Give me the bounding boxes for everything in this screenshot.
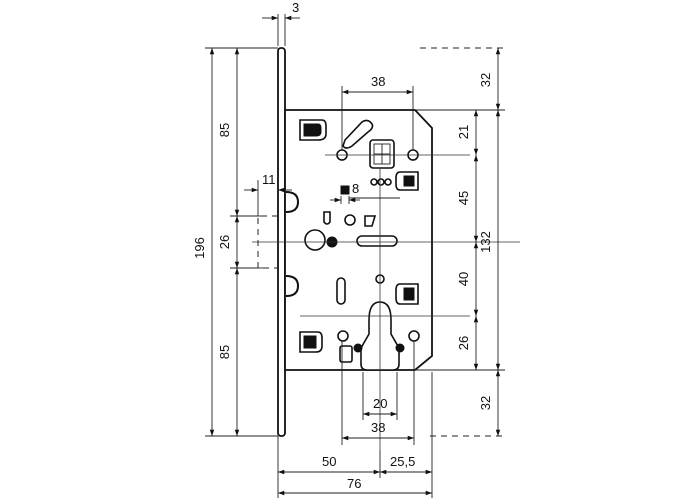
dim-label-132: 132 bbox=[478, 231, 493, 253]
case-edge-features bbox=[285, 191, 300, 297]
dim-label-32-top: 32 bbox=[478, 73, 493, 87]
dim-top-hole-width: 38 bbox=[341, 74, 414, 150]
dim-label-38-bottom: 38 bbox=[371, 420, 385, 435]
dim-label-21: 21 bbox=[456, 125, 471, 139]
dim-label-26-latch: 26 bbox=[217, 235, 232, 249]
dim-label-196: 196 bbox=[192, 237, 207, 259]
dim-label-45: 45 bbox=[456, 191, 471, 205]
dim-spindle-square: 8 bbox=[330, 181, 400, 204]
dim-left-vertical: 196 85 26 85 11 bbox=[192, 47, 292, 437]
dim-label-38-top: 38 bbox=[371, 74, 385, 89]
dim-right-vertical: 32 132 32 21 45 40 26 bbox=[415, 47, 505, 437]
dim-label-85-lower: 85 bbox=[217, 345, 232, 359]
dim-label-8: 8 bbox=[352, 181, 359, 196]
dim-label-76: 76 bbox=[347, 476, 361, 491]
dim-label-11: 11 bbox=[262, 172, 276, 187]
dim-label-3: 3 bbox=[292, 0, 299, 15]
dim-label-85-upper: 85 bbox=[217, 123, 232, 137]
dim-label-20: 20 bbox=[373, 396, 387, 411]
dim-label-32-bottom: 32 bbox=[478, 396, 493, 410]
dim-label-25-5: 25,5 bbox=[390, 454, 415, 469]
dim-label-50: 50 bbox=[322, 454, 336, 469]
dim-label-40: 40 bbox=[456, 272, 471, 286]
dim-faceplate-thickness: 3 bbox=[262, 0, 300, 46]
dim-bottom: 20 38 50 25,5 76 bbox=[277, 341, 433, 498]
dim-label-26-right: 26 bbox=[456, 336, 471, 350]
